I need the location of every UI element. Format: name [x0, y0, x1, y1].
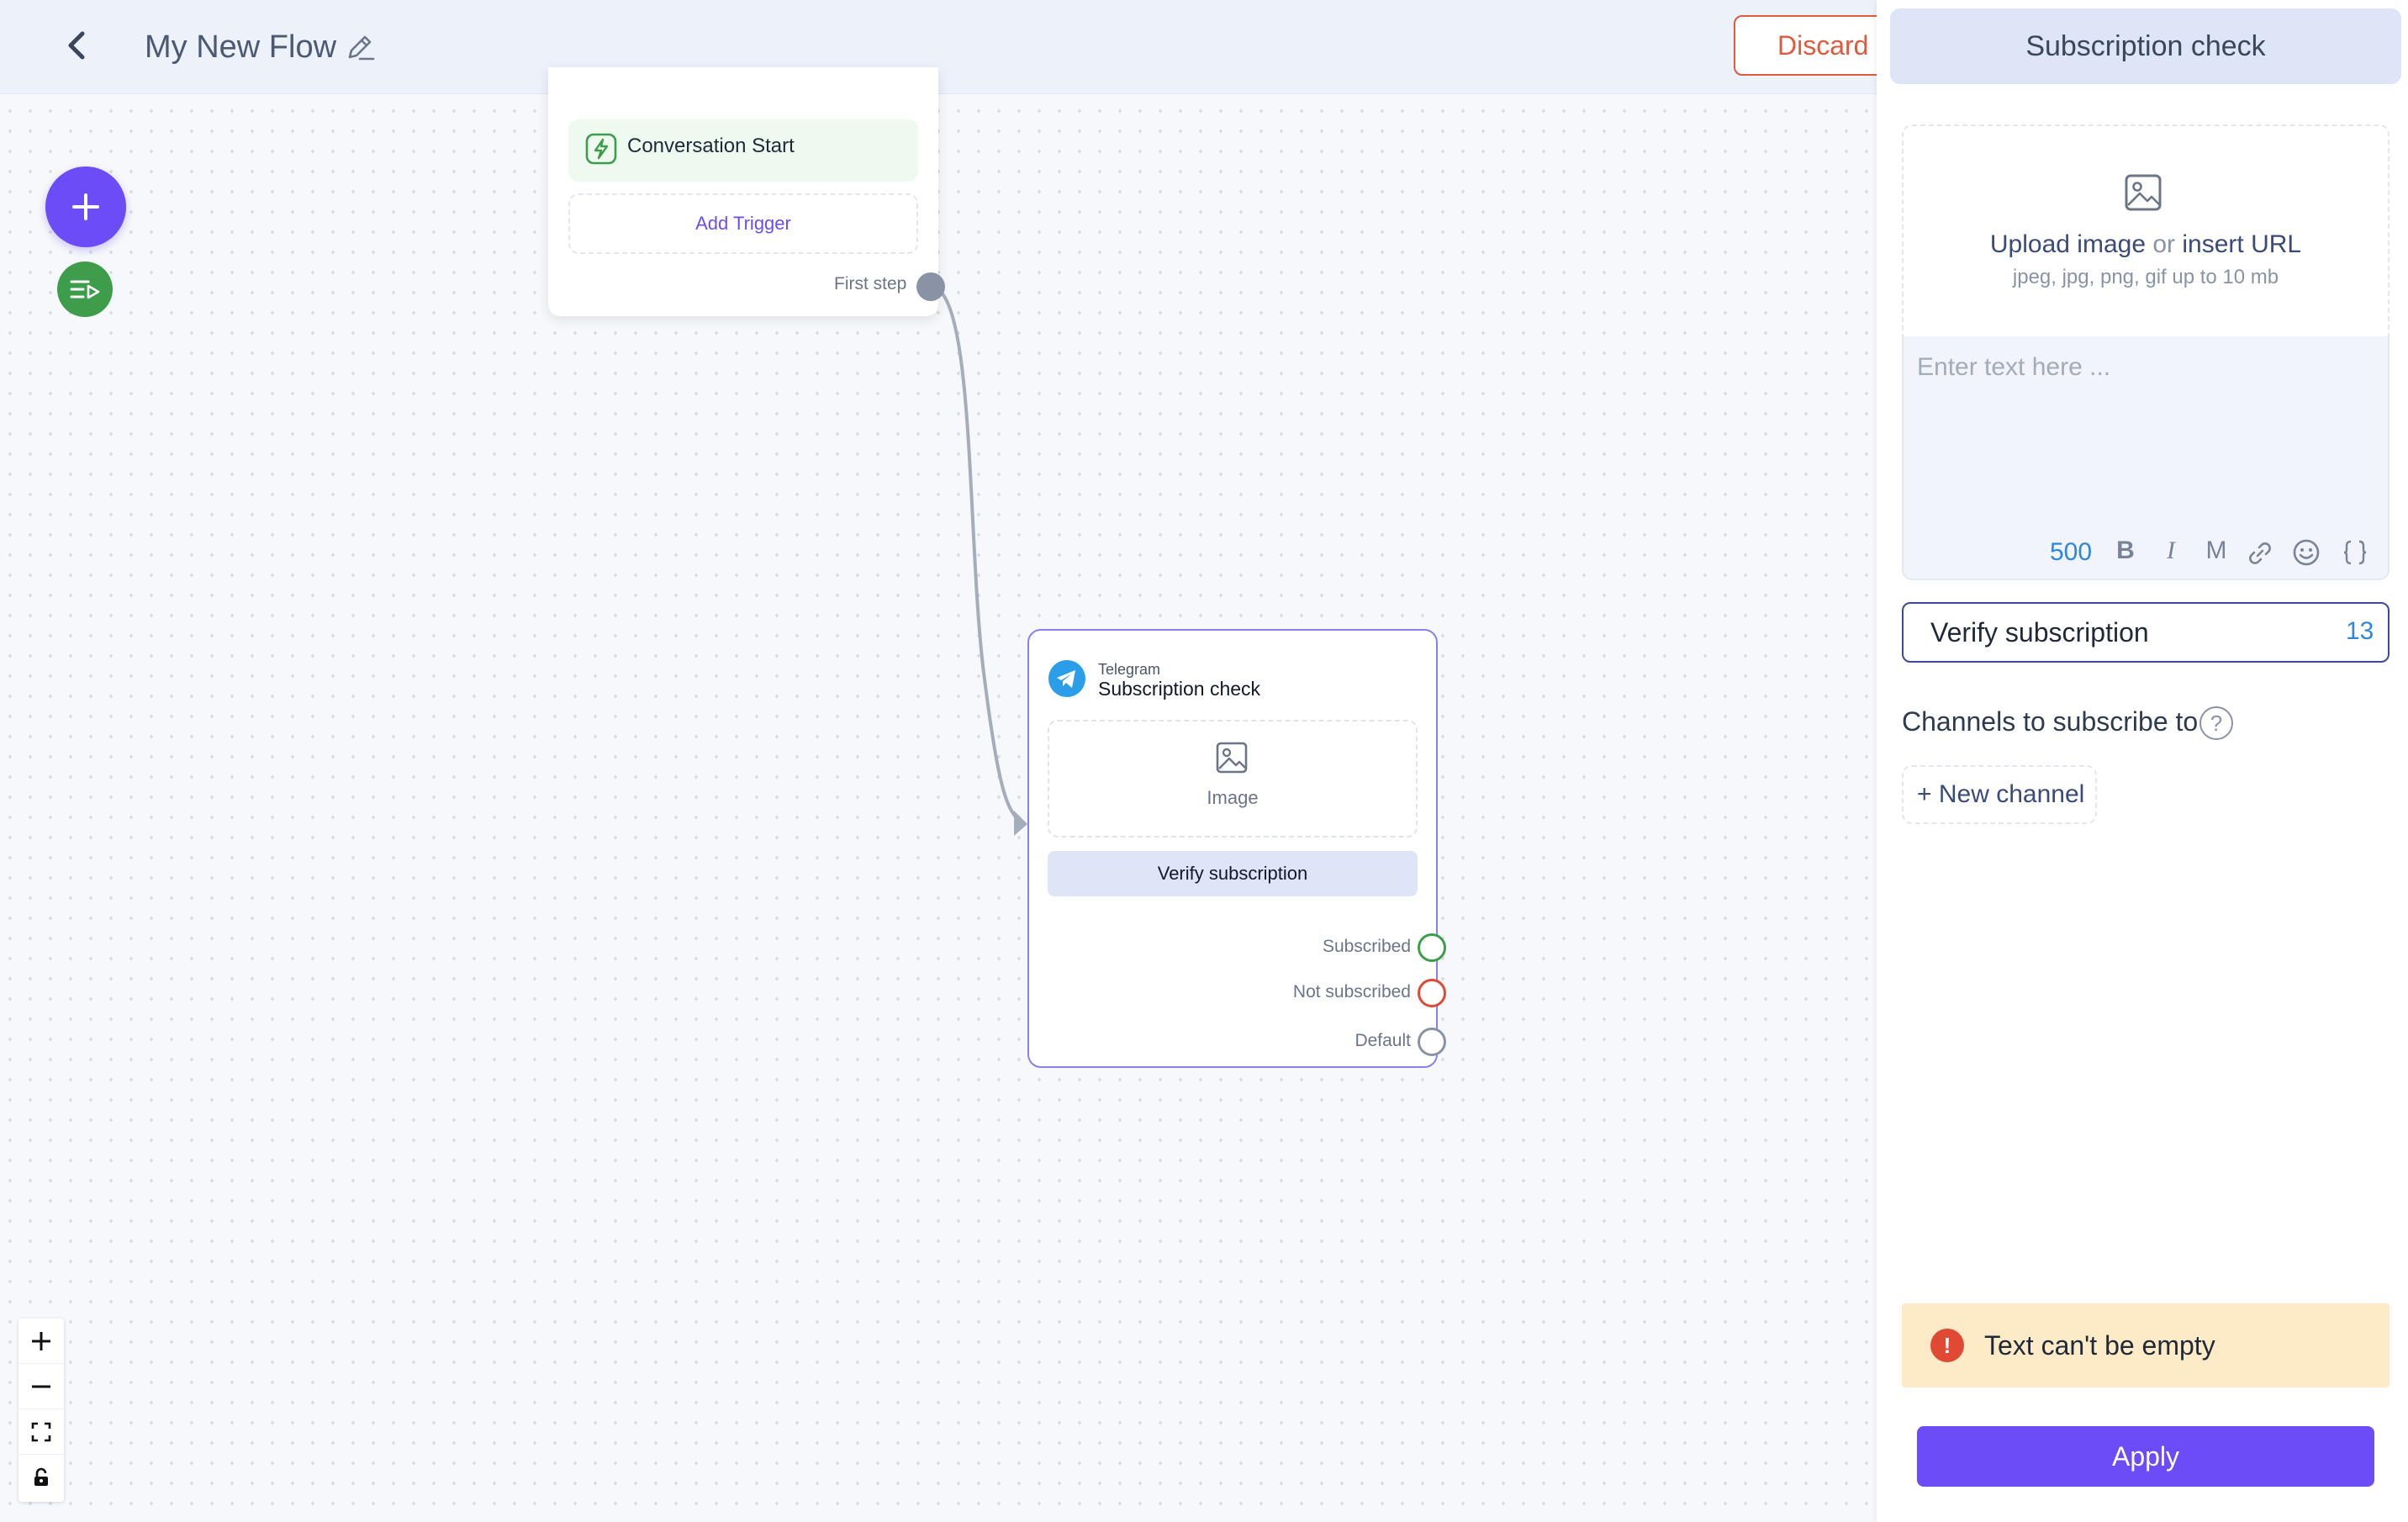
- flow-title: My New Flow: [145, 29, 337, 65]
- upload-image-link[interactable]: Upload image: [1989, 230, 2147, 258]
- chevron-left-icon: [68, 31, 85, 60]
- plus-icon: [72, 193, 99, 220]
- new-channel-button[interactable]: + New channel: [1902, 765, 2097, 824]
- first-step-label: First step: [834, 274, 907, 293]
- zoom-out-button[interactable]: [18, 1364, 64, 1409]
- button-text-input[interactable]: [1902, 602, 2390, 663]
- back-button[interactable]: [61, 27, 91, 64]
- fit-view-button[interactable]: [18, 1409, 64, 1455]
- output-label-not-subscribed: Not subscribed: [1292, 982, 1411, 1001]
- upload-hint: jpeg, jpg, png, gif up to 10 mb: [2012, 266, 2279, 288]
- help-icon[interactable]: ?: [2199, 706, 2233, 740]
- output-handle-not-subscribed[interactable]: [1418, 979, 1446, 1007]
- error-message-text: Text can't be empty: [1984, 1330, 2215, 1361]
- node-image-placeholder[interactable]: [1048, 720, 1418, 838]
- message-text-placeholder: Enter text here ...: [1917, 353, 2111, 381]
- node-image-label: Image: [1207, 787, 1259, 808]
- panel-title: Subscription check: [1890, 8, 2401, 84]
- settings-panel: [1877, 0, 2408, 1522]
- image-icon: [2125, 174, 2162, 211]
- output-handle-default[interactable]: [1418, 1028, 1446, 1056]
- trigger-label: Conversation Start: [627, 135, 795, 157]
- italic-button[interactable]: I: [2167, 536, 2175, 564]
- telegram-icon: [1048, 660, 1085, 697]
- error-icon: !: [1930, 1329, 1964, 1362]
- zoom-in-button[interactable]: [18, 1319, 64, 1364]
- char-limit-counter: 500: [2050, 538, 2093, 566]
- lightning-icon: [585, 133, 617, 165]
- lock-icon: [34, 1467, 48, 1486]
- minus-icon: [32, 1385, 50, 1387]
- output-label-default: Default: [1354, 1031, 1411, 1050]
- node-title: Subscription check: [1098, 678, 1261, 700]
- channels-label: Channels to subscribe to: [1902, 706, 2199, 737]
- output-handle-subscribed[interactable]: [1418, 933, 1446, 962]
- first-step-output-handle[interactable]: [916, 272, 945, 301]
- lock-button[interactable]: [18, 1455, 64, 1500]
- emoji-icon[interactable]: [2292, 538, 2321, 567]
- image-icon: [1216, 742, 1248, 774]
- monospace-button[interactable]: M: [2205, 536, 2227, 564]
- error-message-bar: [1902, 1303, 2390, 1387]
- message-text-area[interactable]: [1902, 336, 2390, 580]
- playlist-play-icon: [70, 280, 100, 299]
- fullscreen-icon: [31, 1422, 51, 1441]
- apply-button[interactable]: Apply: [1917, 1426, 2374, 1487]
- output-label-subscribed: Subscribed: [1322, 937, 1411, 956]
- button-text-counter: 13: [2346, 617, 2374, 645]
- upload-instructions: Upload image or insert URL: [1902, 230, 2390, 259]
- variables-icon[interactable]: [2341, 538, 2369, 567]
- run-flow-button[interactable]: [57, 262, 113, 317]
- pencil-icon[interactable]: [343, 30, 377, 64]
- top-bar: [0, 0, 1877, 94]
- image-upload-area[interactable]: [1902, 124, 2390, 336]
- node-channel-label: Telegram: [1098, 661, 1161, 678]
- upload-or-text: or: [2152, 230, 2176, 258]
- add-step-button[interactable]: [45, 166, 126, 247]
- node-verify-button[interactable]: Verify subscription: [1048, 851, 1418, 896]
- zoom-controls: [18, 1319, 64, 1502]
- starting-step-card[interactable]: [548, 67, 938, 316]
- subscription-check-node[interactable]: [1027, 629, 1438, 1068]
- link-icon[interactable]: [2247, 540, 2273, 567]
- bold-button[interactable]: B: [2116, 536, 2135, 564]
- trigger-item[interactable]: [568, 119, 918, 182]
- plus-icon: [32, 1331, 50, 1350]
- flow-canvas[interactable]: [0, 0, 1877, 1522]
- insert-url-link[interactable]: insert URL: [2182, 230, 2302, 258]
- add-trigger-button[interactable]: Add Trigger: [568, 193, 918, 254]
